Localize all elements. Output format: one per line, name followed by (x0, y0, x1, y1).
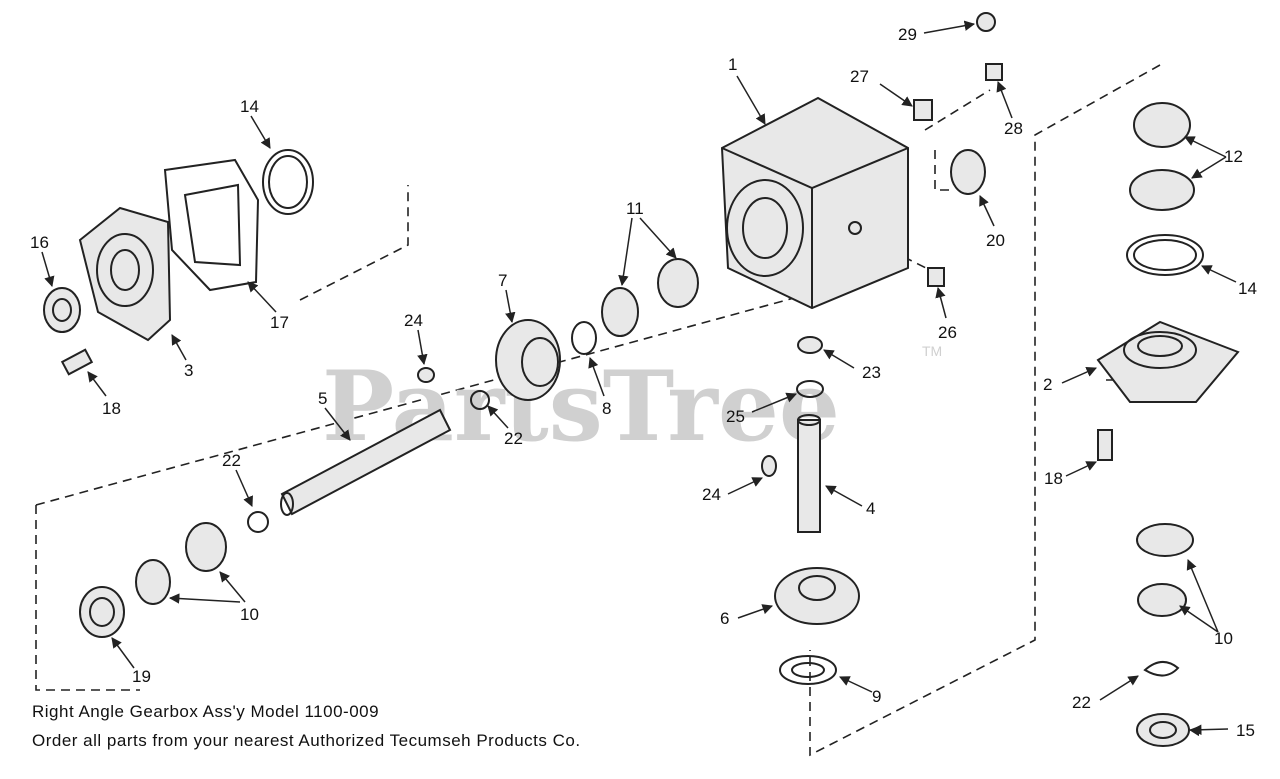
callout-27: 27 (850, 67, 869, 86)
part-26-fitting (927, 267, 945, 287)
callout-24-upper: 24 (404, 311, 423, 330)
callout-22-right: 22 (1072, 693, 1091, 712)
part-15-seal (1136, 713, 1190, 747)
part-3-bearing-cap (78, 206, 172, 342)
part-14-o-ring-right (1126, 234, 1204, 276)
part-11-bearing-cone (601, 287, 639, 337)
callout-8: 8 (602, 399, 611, 418)
callout-2: 2 (1043, 375, 1052, 394)
callout-24-lower: 24 (702, 485, 721, 504)
callout-22-left: 22 (222, 451, 241, 470)
part-6-bevel-gear (774, 567, 860, 625)
callout-12: 12 (1224, 147, 1243, 166)
watermark-trademark: TM (922, 343, 942, 359)
callout-14-left: 14 (240, 97, 259, 116)
part-25-washer (796, 380, 824, 398)
callout-6: 6 (720, 609, 729, 628)
part-8-washer (571, 321, 597, 355)
part-24-key-lower (761, 455, 777, 477)
part-10-bearing-cone-right (1137, 583, 1187, 617)
caption-model-title: Right Angle Gearbox Ass'y Model 1100-009 (32, 702, 380, 721)
callout-25: 25 (726, 407, 745, 426)
callout-10-right: 10 (1214, 629, 1233, 648)
part-5-shaft (280, 408, 452, 516)
callout-3: 3 (184, 361, 193, 380)
part-4-vertical-shaft (797, 414, 821, 533)
callout-1: 1 (728, 55, 737, 74)
part-7-bevel-gear (495, 319, 561, 401)
callout-7: 7 (498, 271, 507, 290)
part-11-bearing-cup (657, 258, 699, 308)
part-17-gasket (163, 158, 260, 292)
part-2-flange-housing (1096, 320, 1240, 403)
part-9-washer-inner (791, 662, 825, 678)
part-10-bearing-cup-right (1136, 523, 1194, 557)
part-10-bearing-cone-left (185, 522, 227, 572)
part-22-ring-right (1143, 661, 1180, 677)
part-29-nut (976, 12, 996, 32)
part-24-key-upper (417, 367, 435, 383)
callout-labels: 1 2 3 4 5 6 7 8 9 10 10 11 12 14 14 15 1… (30, 25, 1257, 740)
part-18-bolt-right (1097, 429, 1113, 461)
part-9-washer (779, 655, 837, 685)
callout-5: 5 (318, 389, 327, 408)
callout-28: 28 (1004, 119, 1023, 138)
part-20-plug (950, 149, 986, 195)
part-16-seal-inner (52, 298, 72, 322)
callout-18-right: 18 (1044, 469, 1063, 488)
leader-lines (41, 20, 1237, 737)
part-15-seal-inner (1149, 721, 1177, 739)
part-19-seal (79, 586, 125, 638)
part-22-ring-left (247, 511, 269, 533)
part-27-fitting (913, 99, 933, 121)
part-12-bearing-cone (1133, 102, 1191, 148)
callout-10-left: 10 (240, 605, 259, 624)
part-19-seal-inner (89, 597, 115, 627)
part-12-bearing-cup (1129, 169, 1195, 211)
callout-16: 16 (30, 233, 49, 252)
part-14-o-ring-right-inner (1133, 239, 1197, 271)
callout-23: 23 (862, 363, 881, 382)
part-16-seal (43, 287, 81, 333)
callout-4: 4 (866, 499, 875, 518)
callout-22-mid: 22 (504, 429, 523, 448)
callout-19: 19 (132, 667, 151, 686)
callout-26: 26 (938, 323, 957, 342)
caption-order-note: Order all parts from your nearest Author… (32, 731, 581, 750)
part-18-bolt-left (60, 348, 94, 376)
callout-11: 11 (626, 199, 644, 218)
callout-20: 20 (986, 231, 1005, 250)
callout-29: 29 (898, 25, 917, 44)
part-22-ring-mid (470, 390, 490, 410)
callout-15: 15 (1236, 721, 1255, 740)
callout-9: 9 (872, 687, 881, 706)
part-14-o-ring-left (262, 149, 314, 215)
callout-18-left: 18 (102, 399, 121, 418)
part-14-o-ring-left-inner (268, 155, 308, 209)
part-23-nut (797, 336, 823, 354)
part-28-fitting (985, 63, 1003, 81)
part-10-bearing-cup-left (135, 559, 171, 605)
callout-17: 17 (270, 313, 289, 332)
callout-14-right: 14 (1238, 279, 1257, 298)
part-1-gearbox-housing (720, 96, 909, 310)
